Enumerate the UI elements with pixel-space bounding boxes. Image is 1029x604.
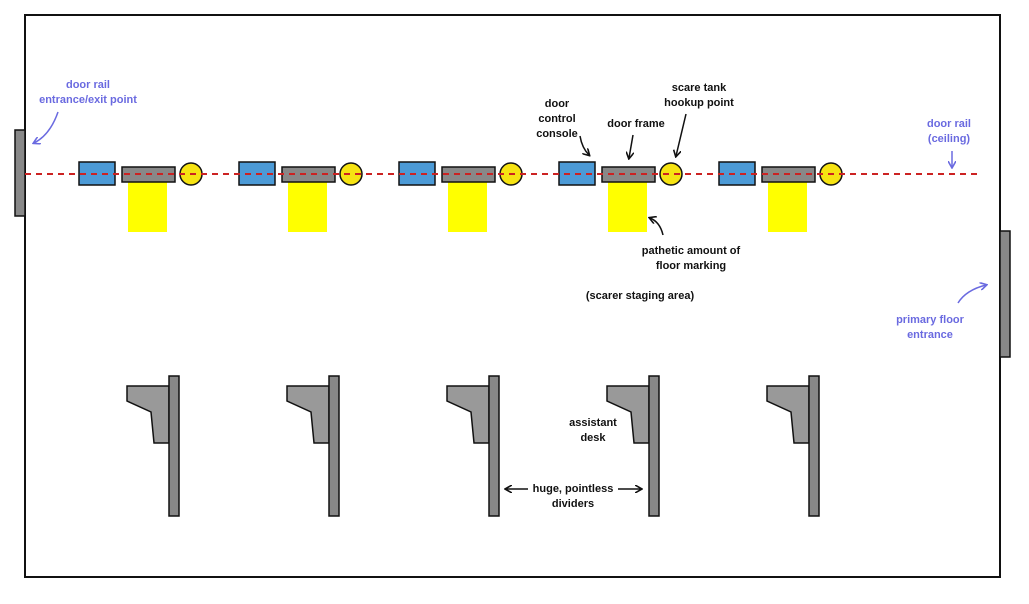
dividers-label: huge, pointless dividers: [519, 482, 627, 512]
divider-3: [488, 375, 500, 517]
rail-entry-label: door rail entrance/exit point: [38, 78, 138, 108]
divider-2: [328, 375, 340, 517]
primary-entrance-label: primary floor entrance: [890, 313, 970, 343]
rail-entry-label-line2: entrance/exit point: [39, 94, 137, 106]
tank-hookup-arrow: [676, 113, 687, 156]
floor-marking-4: [608, 182, 647, 232]
primary-floor-entrance-door: [999, 230, 1011, 358]
scare-tank-hookup-2: [339, 162, 363, 186]
primary-entrance-label-line2: entrance: [907, 329, 953, 341]
door-frame-label: door frame: [600, 117, 672, 132]
rail-entry-label-line1: door rail: [65, 79, 110, 91]
rail-ceiling-label-line2: (ceiling): [927, 133, 971, 145]
floor-marking-2: [288, 182, 327, 232]
door-frame-arrow: [629, 134, 633, 158]
tank-hookup-label: scare tank hookup point: [656, 81, 742, 111]
staging-area-label-line1: (scarer staging area): [585, 290, 695, 302]
tank-hookup-label-line1: scare tank: [671, 82, 727, 94]
divider-5: [808, 375, 820, 517]
floor-marking-label-line1: pathetic amount of: [641, 245, 741, 257]
rail-entrance-door: [14, 129, 26, 217]
assistant-desk-label-line1: assistant: [569, 417, 617, 429]
divider-1: [168, 375, 180, 517]
dividers-label-line2: dividers: [551, 498, 595, 510]
rail-ceiling-label: door rail (ceiling): [918, 117, 980, 147]
floor-marking-5: [768, 182, 807, 232]
dividers-label-line1: huge, pointless: [532, 483, 614, 495]
console-arrow: [579, 135, 589, 155]
tank-hookup-label-line2: hookup point: [664, 97, 734, 109]
divider-4: [648, 375, 660, 517]
assistant-desk-label: assistant desk: [562, 416, 624, 446]
rail-ceiling-label-line1: door rail: [926, 118, 971, 130]
primary-entrance-arrow: [957, 285, 986, 304]
floor-marking-3: [448, 182, 487, 232]
assistant-desk-label-line2: desk: [580, 432, 606, 444]
console-label-line3: console: [536, 128, 578, 140]
console-label-line1: door: [544, 98, 570, 110]
staging-area-label: (scarer staging area): [576, 289, 704, 304]
rail-entry-arrow: [34, 111, 59, 143]
door-frame-label-line1: door frame: [607, 118, 665, 130]
room-wall: [24, 14, 1001, 578]
floor-marking-label: pathetic amount of floor marking: [632, 244, 750, 274]
console-label: door control console: [528, 97, 586, 142]
scare-tank-hookup-4: [659, 162, 683, 186]
floor-marking-label-line2: floor marking: [655, 260, 727, 272]
floor-marking-arrow: [650, 218, 664, 236]
primary-entrance-label-line1: primary floor: [896, 314, 964, 326]
door-control-console-5: [718, 161, 756, 186]
floor-marking-1: [128, 182, 167, 232]
console-label-line2: control: [538, 113, 576, 125]
